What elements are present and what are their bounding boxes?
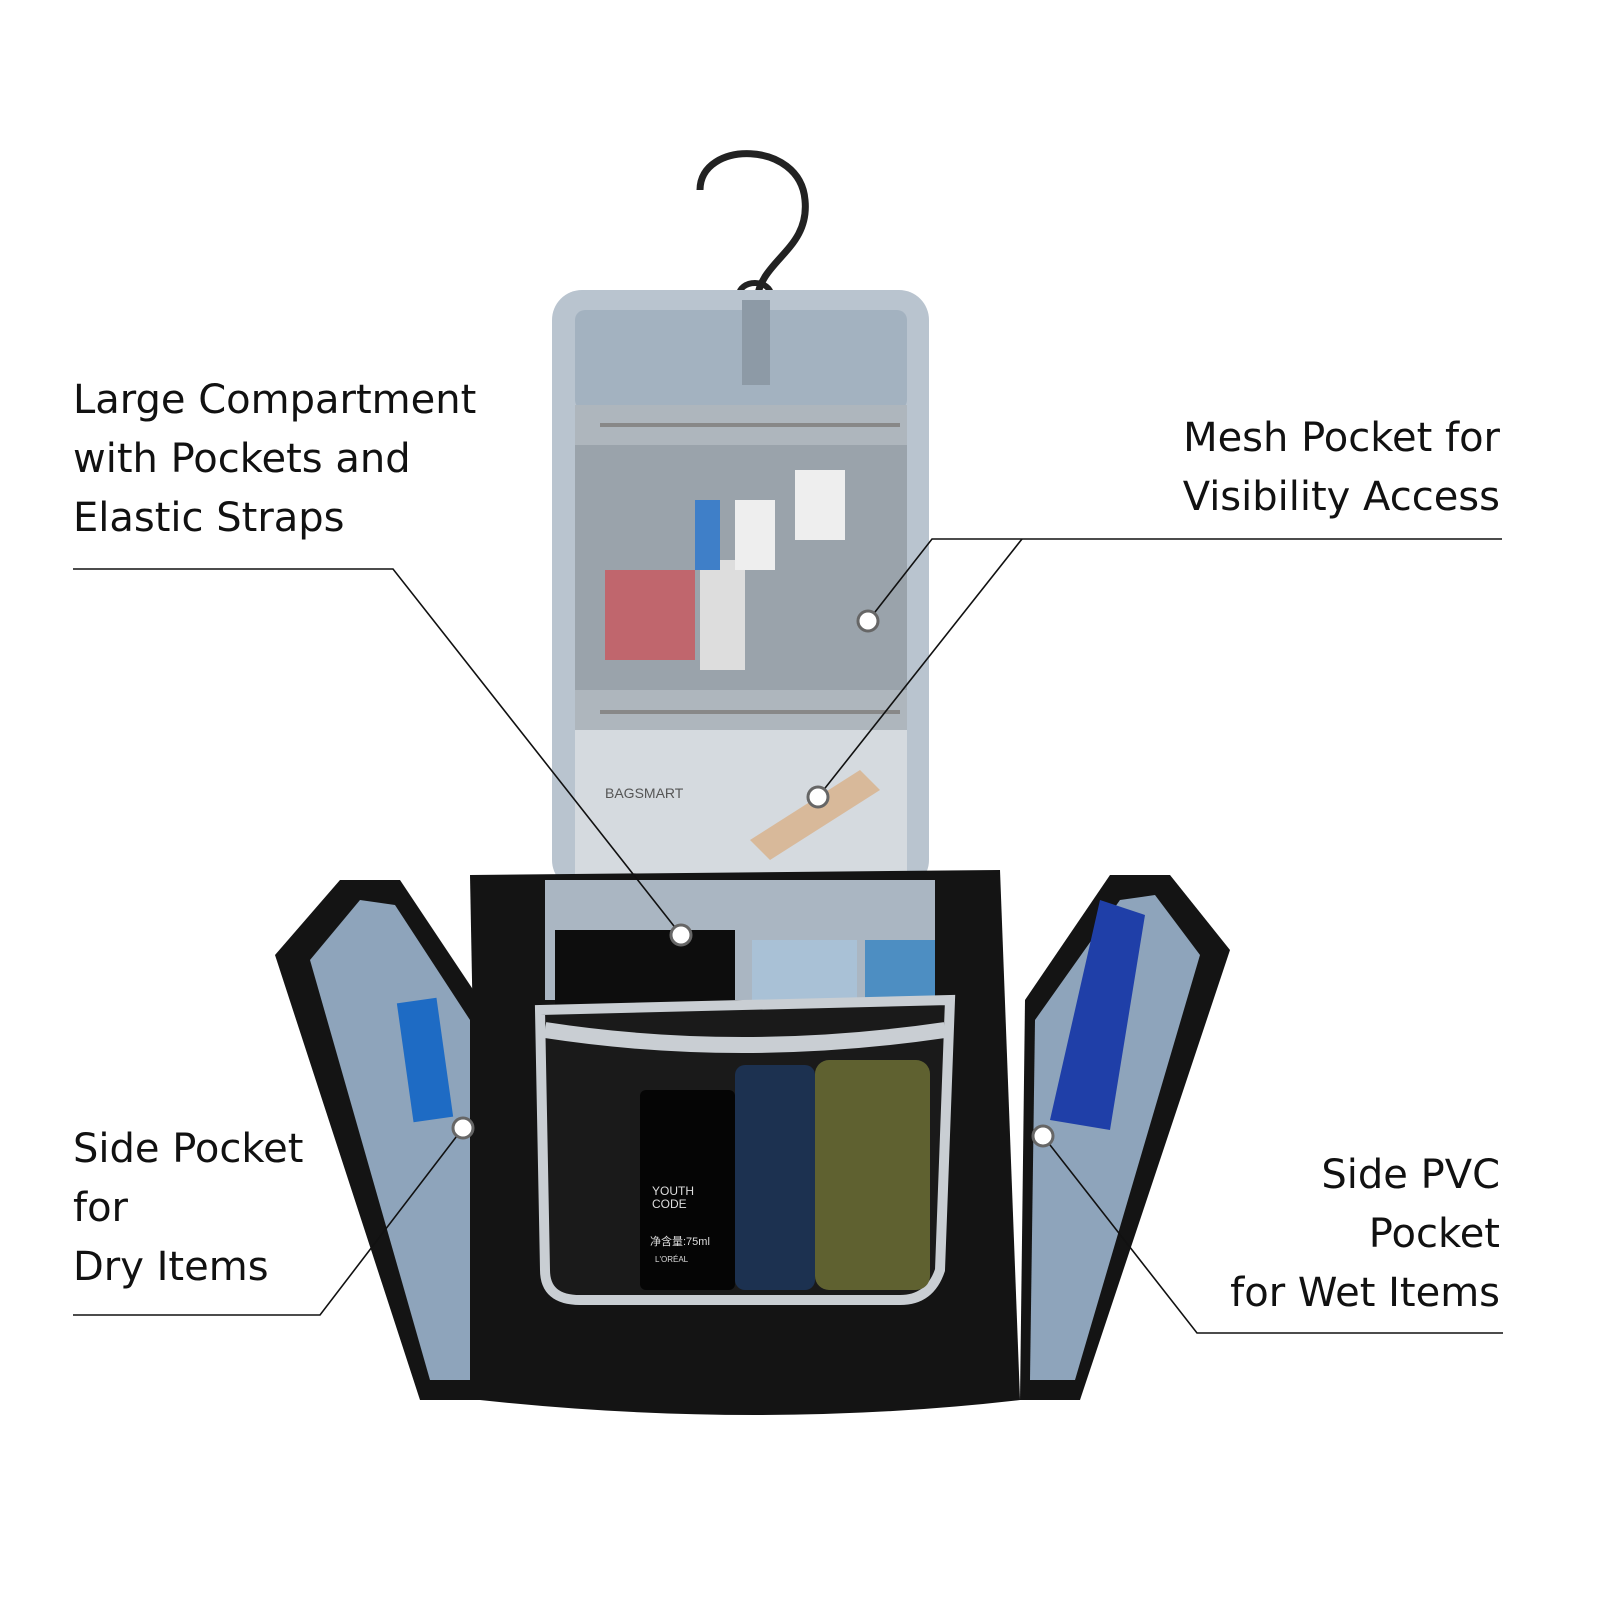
brand-lettering: BAGSMART [605, 785, 684, 801]
marker-dot-mesh-lower [806, 785, 830, 809]
marker-dot-side-pocket [451, 1116, 475, 1140]
marker-dot-mesh-upper [856, 609, 880, 633]
callout-text: Pocket [1368, 1211, 1500, 1257]
callout-text: Side Pocket [73, 1126, 304, 1172]
callout-side-pvc: Side PVC Pocket for Wet Items [1230, 1146, 1500, 1323]
callout-line-mesh-b [817, 538, 1023, 798]
bottle-lettering-1: YOUTH [652, 1184, 694, 1198]
hanging-flap: BAGSMART [552, 290, 929, 890]
callout-lines [73, 538, 1503, 1334]
bottle-lettering-2: CODE [652, 1197, 687, 1211]
callout-text: Large Compartment [73, 377, 477, 423]
marker-dot-side-pvc [1031, 1124, 1055, 1148]
marker-dot-large-compartment [669, 923, 693, 947]
callout-text: with Pockets and [73, 436, 411, 482]
callout-text: for [73, 1185, 128, 1231]
main-compartment: YOUTH CODE 净含量:75ml L'ORÉAL [470, 870, 1020, 1415]
callout-text: Side PVC [1321, 1152, 1500, 1198]
callout-text: for Wet Items [1230, 1270, 1500, 1316]
callout-line-mesh-a [867, 538, 1502, 622]
callout-line-side-pocket [73, 1127, 464, 1316]
callout-line-large-compartment [73, 568, 682, 936]
callout-text: Visibility Access [1182, 474, 1500, 520]
callout-text: Mesh Pocket for [1183, 415, 1500, 461]
callout-text: Dry Items [73, 1244, 269, 1290]
callout-mesh-pocket: Mesh Pocket for Visibility Access [1183, 409, 1500, 527]
hanger-hook-icon [696, 150, 809, 301]
bottle-brand-lettering: L'ORÉAL [655, 1255, 689, 1264]
callout-side-pocket: Side Pocket for Dry Items [73, 1120, 303, 1297]
callout-line-side-pvc [1042, 1135, 1503, 1334]
callout-text: Elastic Straps [73, 495, 345, 541]
callout-large-compartment: Large Compartment with Pockets and Elast… [73, 371, 476, 548]
bottle-volume-lettering: 净含量:75ml [650, 1234, 710, 1248]
